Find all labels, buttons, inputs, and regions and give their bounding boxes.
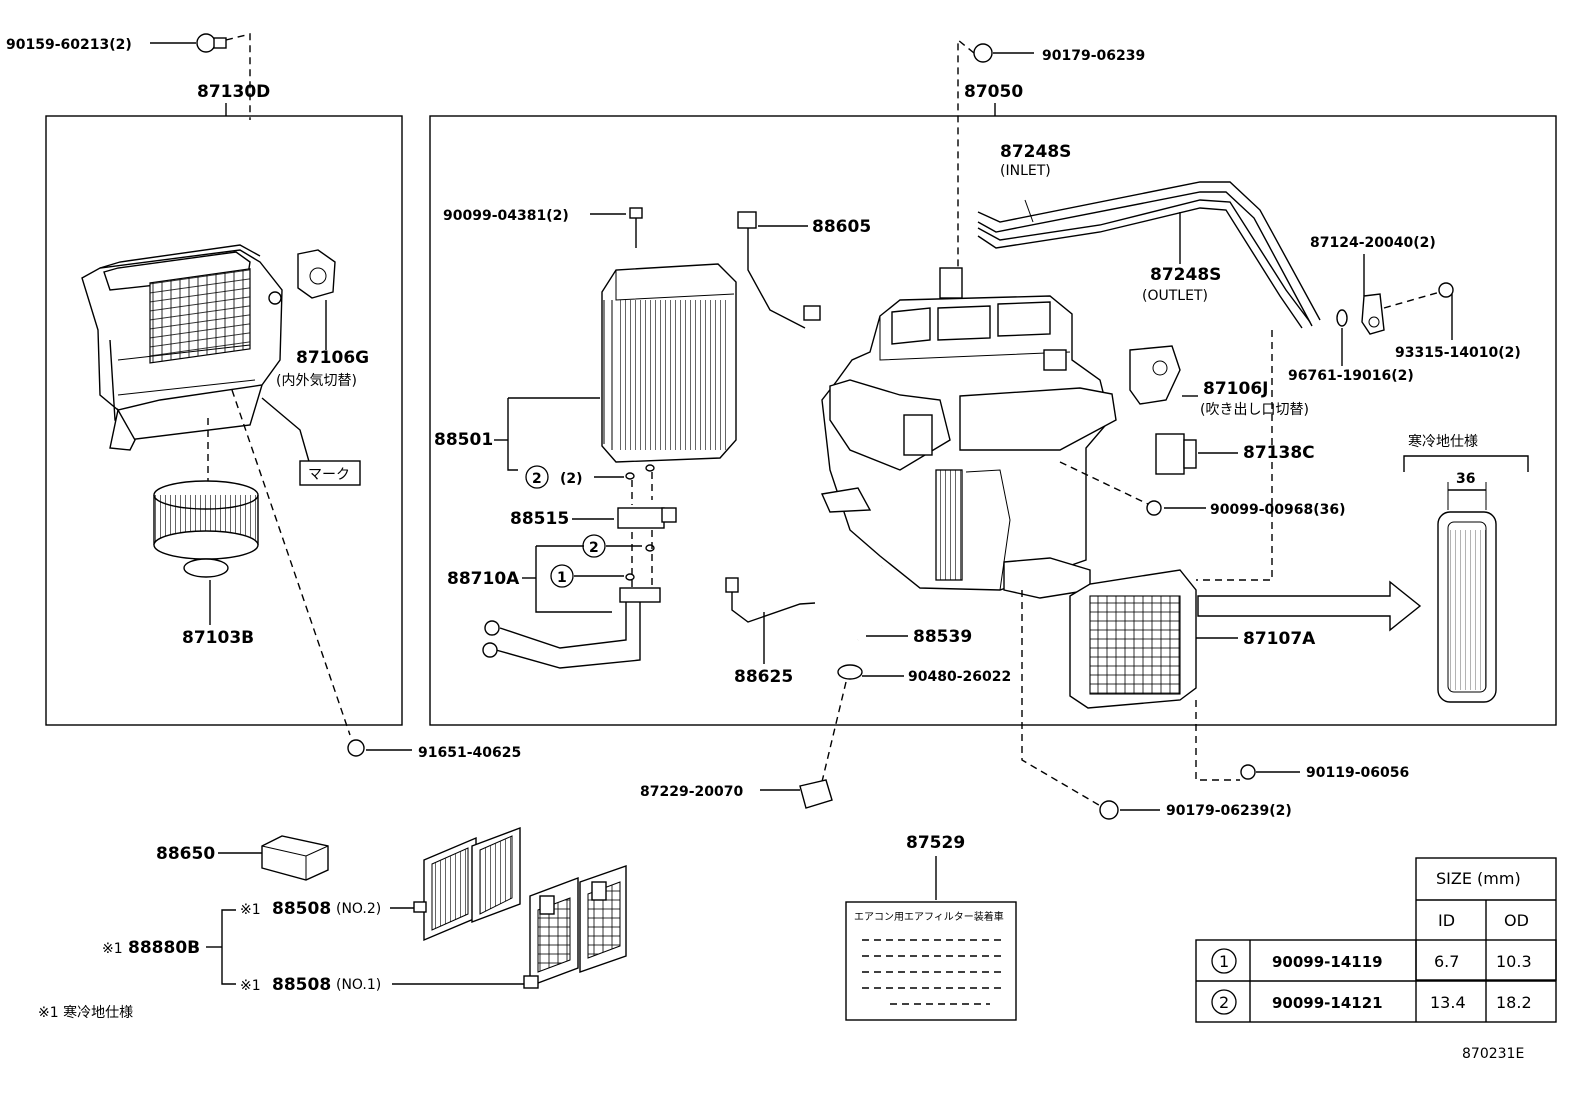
label-88501: 88501: [434, 430, 493, 450]
size-table: SIZE (mm) ID OD 1 90099-14119 6.7 10.3 2…: [1195, 857, 1557, 1023]
label-36: 36: [1456, 471, 1475, 487]
label-88539: 88539: [913, 627, 972, 647]
screw-90119: 90119-06056: [1195, 700, 1409, 781]
label-outlet: (OUTLET): [1142, 288, 1208, 304]
label-87229: 87229-20070: [640, 784, 743, 800]
cold-region-inset: 寒冷地仕様 36: [1403, 433, 1529, 703]
clip-90179-top: 90179-06239: [957, 38, 1145, 280]
mark-label: マーク: [261, 397, 361, 486]
table-row-1-part: 90099-14119: [1272, 953, 1383, 971]
footnote: ※1 寒冷地仕様: [38, 1004, 133, 1021]
label-87107A: 87107A: [1243, 629, 1316, 649]
star-88880B: ※1: [102, 941, 123, 957]
module-88650: 88650: [156, 835, 329, 881]
label-93315: 93315-14010(2): [1395, 345, 1521, 361]
label-87138C: 87138C: [1243, 443, 1315, 463]
label-88508-no1: 88508: [272, 975, 331, 995]
label-87124: 87124-20040(2): [1310, 235, 1436, 251]
label-count-2: (2): [560, 471, 583, 487]
label-88515: 88515: [510, 509, 569, 529]
table-row-2-part: 90099-14121: [1272, 994, 1383, 1012]
label-90179-top: 90179-06239: [1042, 48, 1145, 64]
circle-2-text: 2: [532, 471, 542, 487]
table-col-id: ID: [1438, 911, 1455, 930]
label-87106G-note: (内外気切替): [276, 373, 357, 389]
label-87103B: 87103B: [182, 628, 254, 648]
screw-90159: 90159-60213(2): [6, 33, 251, 120]
filter-set-88880B: ※1 88880B ※1 88508 (NO.2) ※1 88508 (NO.1…: [102, 899, 528, 995]
screw-91651: 91651-40625: [231, 389, 521, 761]
resistor-87138C: 87138C: [1155, 433, 1315, 475]
label-90480: 90480-26022: [908, 669, 1011, 685]
table-row-2-od: 18.2: [1496, 993, 1532, 1012]
screw-90099-00968: 90099-00968(36): [1059, 461, 1346, 518]
sensor-88605: 88605: [737, 211, 871, 329]
filter-no1-drawing: [523, 865, 627, 989]
label-88605: 88605: [812, 217, 871, 237]
grommet-90480: 90480-26022: [819, 664, 1011, 791]
servo-87106G: 87106G (内外気切替): [276, 249, 369, 389]
label-87248S-inlet: 87248S: [1000, 142, 1071, 162]
label-87130D: 87130D: [197, 82, 270, 102]
table-row-2-key: 2: [1219, 993, 1229, 1012]
label-plate-text: エアコン用エアフィルター装着車: [854, 910, 1004, 923]
oring-markers-lower: 2 1 88710A: [447, 534, 655, 613]
oring-2-upper: 2 (2): [525, 464, 655, 489]
blower-assembly-box: [45, 115, 403, 726]
diagram-id: 870231E: [1462, 1046, 1524, 1062]
circle-2-lower-text: 2: [589, 540, 599, 556]
servo-87106J: 87106J (吹き出し口切替): [1129, 345, 1309, 418]
label-90159: 90159-60213(2): [6, 37, 132, 53]
table-header-size: SIZE (mm): [1436, 869, 1521, 888]
label-96761: 96761-19016(2): [1288, 368, 1414, 384]
pipes-87248S: 87248S (INLET) 87248S (OUTLET): [977, 142, 1321, 329]
screw-90099-04381: 90099-04381(2): [443, 207, 643, 248]
label-87106J-note: (吹き出し口切替): [1200, 402, 1309, 418]
label-cold-spec: 寒冷地仕様: [1408, 433, 1478, 450]
label-87050: 87050: [964, 82, 1023, 102]
label-88508-no2: 88508: [272, 899, 331, 919]
label-no1: (NO.1): [336, 977, 381, 993]
label-90179-bottom: 90179-06239(2): [1166, 803, 1292, 819]
hose-88539: 88539: [856, 565, 972, 647]
blower-case-drawing: [81, 244, 283, 451]
table-row-1-id: 6.7: [1434, 952, 1459, 971]
label-90119: 90119-06056: [1306, 765, 1409, 781]
pipe-88710A: [482, 530, 661, 669]
filter-no2-drawing: [413, 826, 521, 942]
label-87106J: 87106J: [1203, 379, 1268, 399]
label-88650: 88650: [156, 844, 215, 864]
label-inlet: (INLET): [1000, 163, 1051, 179]
circle-1-text: 1: [557, 570, 567, 586]
evaporator-88501: 88501: [434, 263, 737, 471]
label-91651: 91651-40625: [418, 745, 521, 761]
table-row-2-id: 13.4: [1430, 993, 1466, 1012]
label-90099-04381: 90099-04381(2): [443, 208, 569, 224]
clip-90179-bottom: 90179-06239(2): [1021, 590, 1292, 820]
wire-88625: 88625: [725, 577, 816, 687]
part-87229: 87229-20070: [640, 779, 833, 809]
table-row-1-od: 10.3: [1496, 952, 1532, 971]
star-88508-no2: ※1: [240, 902, 261, 918]
label-87248S-outlet: 87248S: [1150, 265, 1221, 285]
star-88508-no1: ※1: [240, 978, 261, 994]
table-row-1-key: 1: [1219, 952, 1229, 971]
label-88625: 88625: [734, 667, 793, 687]
label-plate-87529: 87529 エアコン用エアフィルター装着車: [845, 833, 1017, 1021]
heater-housing-drawing: [820, 267, 1117, 599]
blower-fan-87103B: 87103B: [153, 418, 259, 648]
heater-unit-box: [429, 115, 1557, 726]
valve-88515: 88515: [510, 472, 677, 529]
table-col-od: OD: [1504, 911, 1529, 930]
label-87106G: 87106G: [296, 348, 369, 368]
clamps-87124: 87124-20040(2) 93315-14010(2) 96761-1901…: [1196, 235, 1521, 581]
label-90099-00968: 90099-00968(36): [1210, 502, 1346, 518]
mark-text: マーク: [308, 467, 350, 483]
label-87529: 87529: [906, 833, 965, 853]
heater-core-87107A: 87107A: [1069, 569, 1422, 709]
label-no2: (NO.2): [336, 901, 381, 917]
label-88710A: 88710A: [447, 569, 520, 589]
label-88880B: 88880B: [128, 938, 200, 958]
